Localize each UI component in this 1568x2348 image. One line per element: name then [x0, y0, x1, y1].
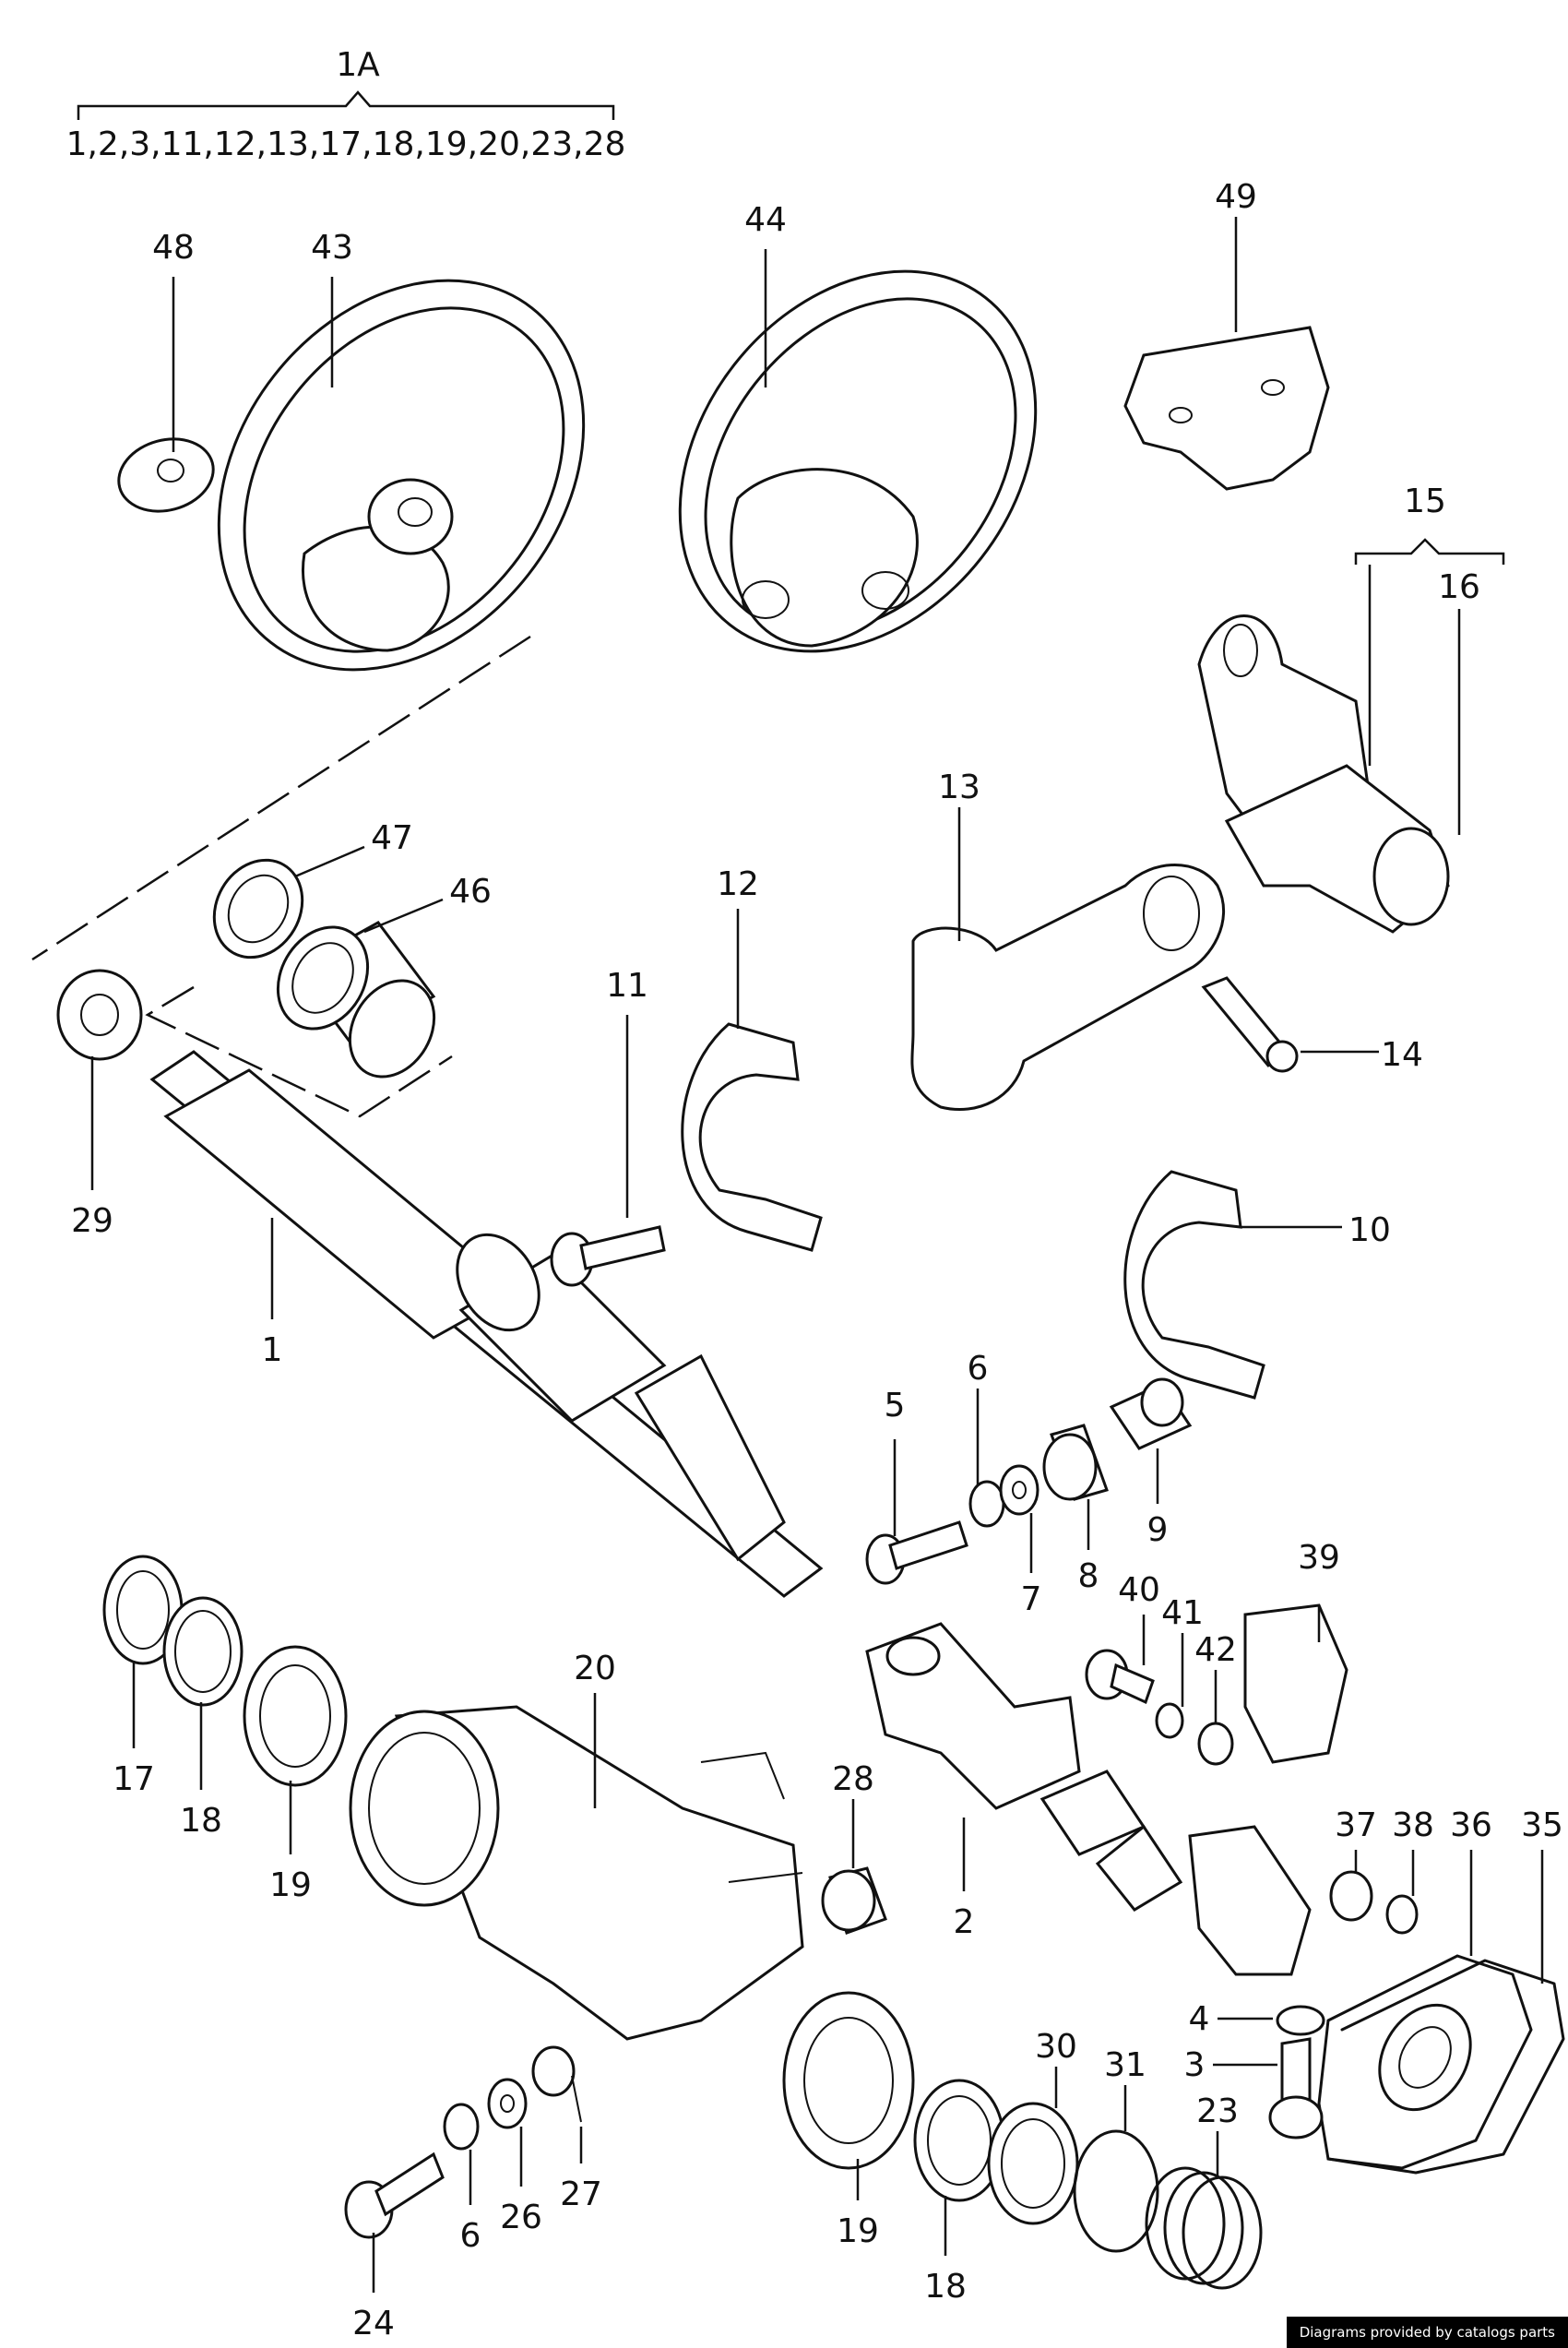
- part-28-bushing: 28: [821, 1760, 887, 1935]
- part-10-clamp: 10: [1123, 1170, 1391, 1400]
- part-41-washer: 41: [1155, 1594, 1204, 1739]
- part-14-pin: 14: [1201, 976, 1423, 1074]
- part-8-bushing: 8: [1042, 1424, 1109, 1595]
- callout-28: 28: [832, 1760, 874, 1798]
- callout-12: 12: [717, 865, 759, 903]
- callout-2: 2: [954, 1903, 975, 1941]
- callout-36: 36: [1450, 1806, 1492, 1844]
- callout-42: 42: [1194, 1631, 1237, 1669]
- part-1-steering-shaft: 1: [149, 1050, 824, 1598]
- callout-11: 11: [606, 967, 648, 1005]
- callout-48: 48: [152, 229, 195, 267]
- part-29-nut: 29: [56, 969, 143, 1240]
- part-23-spring: 23: [1145, 2092, 1263, 2290]
- part-37-nut: 37: [1329, 1806, 1377, 1922]
- part-2-universal-joint: 2: [865, 1622, 1312, 1976]
- callout-18b: 18: [924, 2268, 967, 2306]
- callout-18a: 18: [180, 1802, 222, 1840]
- part-30-clip: 30: [987, 2028, 1079, 2225]
- part-46-bearing: 46: [276, 873, 492, 1079]
- callout-44: 44: [744, 201, 787, 239]
- callout-46: 46: [449, 873, 492, 911]
- callout-20: 20: [574, 1650, 616, 1687]
- group-1a-header: 1A 1,2,3,11,12,13,17,18,19,20,23,28: [66, 46, 626, 163]
- part-26-washer: 26: [487, 2078, 542, 2236]
- group-bracket: [77, 90, 615, 120]
- part-6-washer-lower: 6: [443, 2103, 481, 2255]
- callout-4: 4: [1189, 2000, 1210, 2038]
- callout-29: 29: [71, 1202, 113, 1240]
- part-38-washer: 38: [1385, 1806, 1434, 1935]
- callout-43: 43: [311, 229, 353, 267]
- callout-41: 41: [1161, 1594, 1204, 1632]
- part-36-flange: 36: [1317, 1806, 1533, 2170]
- part-40-bolt: 40: [1085, 1571, 1160, 1705]
- callout-27: 27: [560, 2175, 602, 2213]
- part-24-bolt: 24: [344, 2151, 445, 2342]
- part-42-nut: 42: [1194, 1631, 1237, 1766]
- part-47-ring: 47: [212, 819, 413, 959]
- callout-7: 7: [1021, 1580, 1042, 1618]
- part-19-seal: 19: [243, 1645, 348, 1904]
- callout-5: 5: [885, 1387, 906, 1424]
- part-18-ring: 18: [162, 1596, 244, 1840]
- callout-49: 49: [1215, 178, 1257, 216]
- part-27-clip: 27: [531, 2045, 602, 2213]
- part-39-cover: 39: [1243, 1539, 1348, 1764]
- callout-38: 38: [1392, 1806, 1434, 1844]
- callout-19a: 19: [269, 1866, 312, 1904]
- part-20-column-tube: 20: [349, 1650, 804, 2041]
- callout-10: 10: [1348, 1211, 1391, 1249]
- part-35-gasket: 35: [1326, 1806, 1565, 2175]
- part-43-steering-wheel: 43: [217, 229, 586, 672]
- part-48-horn-cap: 48: [117, 229, 215, 513]
- part-5-bolt: 5: [865, 1387, 968, 1585]
- callout-23: 23: [1196, 2092, 1239, 2130]
- callout-30: 30: [1035, 2028, 1077, 2066]
- callout-1: 1: [262, 1331, 283, 1369]
- part-15-16-ignition-lock: 15 16: [1197, 483, 1505, 934]
- callout-47: 47: [371, 819, 413, 857]
- part-9-sleeve: 9: [1109, 1377, 1193, 1549]
- callout-37: 37: [1335, 1806, 1377, 1844]
- group-label: 1A: [336, 46, 380, 84]
- part-18-ring-lower: 18: [913, 2079, 1005, 2306]
- callout-17: 17: [113, 1760, 155, 1798]
- callout-24: 24: [352, 2305, 395, 2342]
- part-13-column-bracket: 13: [910, 769, 1225, 1112]
- callout-39: 39: [1298, 1539, 1340, 1577]
- callout-35: 35: [1521, 1806, 1563, 1844]
- callout-40: 40: [1118, 1571, 1160, 1609]
- callout-13: 13: [938, 769, 980, 806]
- part-11-bolt: 11: [550, 967, 666, 1287]
- callout-8: 8: [1078, 1557, 1099, 1595]
- callout-3: 3: [1184, 2046, 1206, 2084]
- part-17-clip: 17: [102, 1555, 184, 1798]
- part-19-seal-lower: 19: [782, 1991, 915, 2250]
- callout-6a: 6: [968, 1350, 989, 1388]
- group-members: 1,2,3,11,12,13,17,18,19,20,23,28: [66, 125, 626, 163]
- part-7-washer: 7: [999, 1464, 1042, 1618]
- callout-31: 31: [1104, 2046, 1146, 2084]
- callout-16: 16: [1438, 568, 1480, 606]
- part-6-washer: 6: [968, 1350, 1005, 1528]
- part-12-clamp: 12: [681, 865, 823, 1252]
- callout-14: 14: [1381, 1036, 1423, 1074]
- callout-26: 26: [500, 2199, 542, 2236]
- part-4-washer: 4: [1189, 2000, 1325, 2038]
- callout-6b: 6: [460, 2217, 481, 2255]
- part-3-bolt: 3: [1184, 2037, 1324, 2139]
- part-31-ring: 31: [1073, 2046, 1159, 2253]
- part-44-airbag-wheel: 44: [678, 201, 1038, 653]
- credit-badge: Diagrams provided by catalogs parts: [1286, 2317, 1568, 2348]
- callout-15: 15: [1404, 483, 1446, 520]
- callout-9: 9: [1147, 1511, 1169, 1549]
- callout-19b: 19: [837, 2212, 879, 2250]
- part-49-cover: 49: [1123, 178, 1330, 491]
